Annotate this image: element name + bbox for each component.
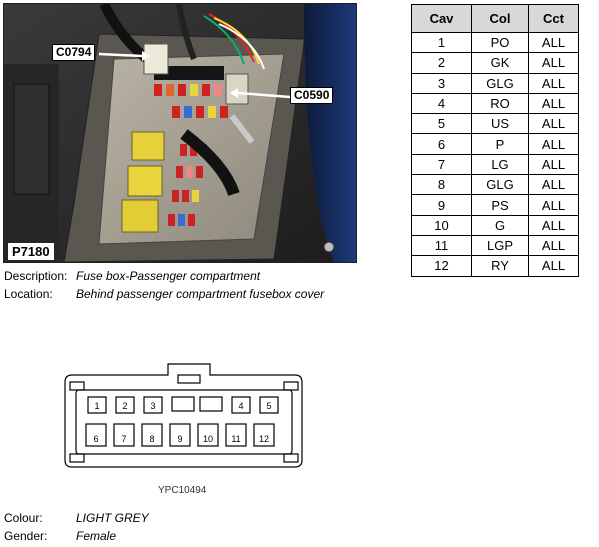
pin-label: 2	[122, 401, 127, 411]
pin-label: 1	[94, 401, 99, 411]
cell-cav: 9	[411, 194, 472, 216]
cell-cav: 10	[411, 214, 472, 236]
cell-cct: ALL	[528, 214, 579, 236]
colour-row: Colour: LIGHT GREY	[4, 511, 149, 525]
label-c0794: C0794	[52, 44, 96, 61]
cell-cct: ALL	[528, 52, 579, 74]
fusebox-photo: C0794 C0590 P7180	[3, 3, 357, 263]
pin-label: 11	[231, 434, 240, 444]
cell-col: GLG	[471, 72, 529, 94]
connector-face-drawing: 1 2 3 4 5 6 7 8 9 10 11 12	[64, 363, 303, 468]
cell-col: GK	[471, 52, 529, 74]
cell-col: G	[471, 214, 529, 236]
location-row: Location: Behind passenger compartment fu…	[4, 287, 324, 301]
connector-diagram: 1 2 3 4 5 6 7 8 9 10 11 12	[60, 360, 310, 480]
cell-cav: 7	[411, 153, 472, 176]
pin-label: 3	[150, 401, 155, 411]
gender-value: Female	[76, 529, 117, 543]
description-value: Fuse box-Passenger compartment	[76, 269, 261, 283]
pin-label: 8	[149, 434, 154, 444]
location-key: Location:	[4, 287, 53, 301]
gender-row: Gender: Female	[4, 529, 116, 543]
pin-label: 5	[266, 401, 271, 411]
cell-cav: 11	[411, 234, 472, 257]
cell-cct: ALL	[528, 174, 579, 196]
cell-col: P	[471, 133, 529, 155]
cell-cct: ALL	[528, 194, 579, 216]
table-header-row: Cav Col Cct	[411, 4, 579, 33]
description-key: Description:	[4, 269, 68, 283]
cell-cav: 12	[411, 255, 472, 277]
pin-label: 12	[259, 434, 269, 444]
cell-cav: 5	[411, 113, 472, 135]
colour-key: Colour:	[4, 511, 43, 525]
header-cav: Cav	[411, 4, 472, 33]
cell-cct: ALL	[528, 72, 579, 94]
location-value: Behind passenger compartment fusebox cov…	[76, 287, 325, 301]
connector-part-id: YPC10494	[158, 485, 207, 496]
label-p7180: P7180	[8, 243, 54, 260]
cell-col: PS	[471, 194, 529, 216]
pin-label: 7	[121, 434, 126, 444]
cell-cav: 4	[411, 92, 472, 115]
label-c0590: C0590	[290, 87, 334, 104]
gender-key: Gender:	[4, 529, 48, 543]
cell-cct: ALL	[528, 113, 579, 135]
cell-cav: 1	[411, 31, 472, 54]
cell-cct: ALL	[528, 234, 579, 257]
cell-cav: 8	[411, 174, 472, 196]
fusebox-photo-drawing	[4, 4, 356, 262]
cell-col: LGP	[471, 234, 529, 257]
cell-cav: 2	[411, 52, 472, 74]
pin-label: 4	[238, 401, 243, 411]
pin-label: 10	[203, 434, 213, 444]
cell-col: RO	[471, 92, 529, 115]
cell-cav: 3	[411, 72, 472, 94]
colour-value: LIGHT GREY	[76, 511, 149, 525]
description-row: Description: Fuse box-Passenger compartme…	[4, 269, 260, 283]
cell-col: LG	[471, 153, 529, 176]
header-cct: Cct	[528, 4, 579, 33]
header-col: Col	[471, 4, 529, 33]
cell-col: US	[471, 113, 529, 135]
cell-col: PO	[471, 31, 529, 54]
cell-col: GLG	[471, 174, 529, 196]
cell-cct: ALL	[528, 31, 579, 54]
cell-cav: 6	[411, 133, 472, 155]
pin-label: 6	[93, 434, 98, 444]
cell-cct: ALL	[528, 133, 579, 155]
cell-cct: ALL	[528, 153, 579, 176]
cell-col: RY	[471, 255, 529, 277]
cell-cct: ALL	[528, 255, 579, 277]
pin-label: 9	[177, 434, 182, 444]
cell-cct: ALL	[528, 92, 579, 115]
